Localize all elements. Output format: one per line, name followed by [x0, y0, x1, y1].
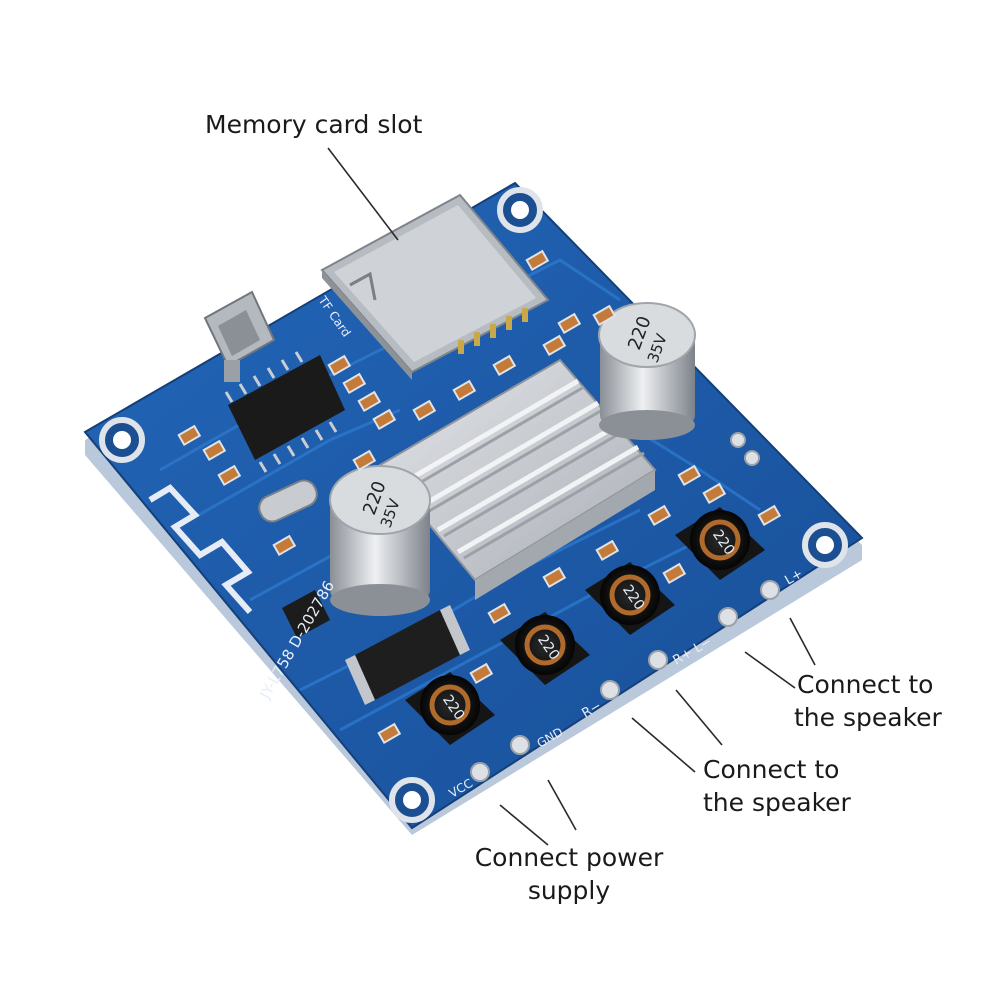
audio-ic	[224, 351, 345, 473]
transistor-q1	[282, 590, 330, 638]
callout-leader-lines	[327, 147, 816, 846]
callout-power-supply: Connect power supply	[474, 841, 664, 907]
callout-memory-card-text: Memory card slot	[205, 110, 423, 139]
heatsink	[378, 358, 657, 600]
callout-speaker-right-line2: the speaker	[794, 703, 942, 732]
tf-card-slot	[320, 193, 550, 380]
antenna-trace	[148, 484, 253, 614]
callout-memory-card-slot: Memory card slot	[205, 108, 422, 141]
crystal-oscillator	[258, 479, 318, 523]
callout-speaker-mid: Connect to the speaker	[703, 753, 851, 819]
callout-speaker-mid-line2: the speaker	[703, 788, 851, 817]
terminal-pads	[470, 432, 780, 782]
callout-power-line2: supply	[527, 876, 611, 905]
diode	[345, 605, 470, 705]
usb-connector	[203, 290, 276, 382]
capacitor-right: 220 35V	[598, 302, 696, 440]
mounting-holes	[99, 187, 848, 823]
callout-speaker-right: Connect to the speaker	[794, 668, 942, 734]
inductors: 220 220 220 220	[405, 507, 765, 745]
capacitor-left: 220 35V	[329, 465, 431, 616]
callout-speaker-right-line1: Connect to	[797, 670, 934, 699]
smd-components	[177, 249, 782, 745]
callout-speaker-mid-line1: Connect to	[703, 755, 840, 784]
callout-power-line1: Connect power	[474, 843, 664, 872]
